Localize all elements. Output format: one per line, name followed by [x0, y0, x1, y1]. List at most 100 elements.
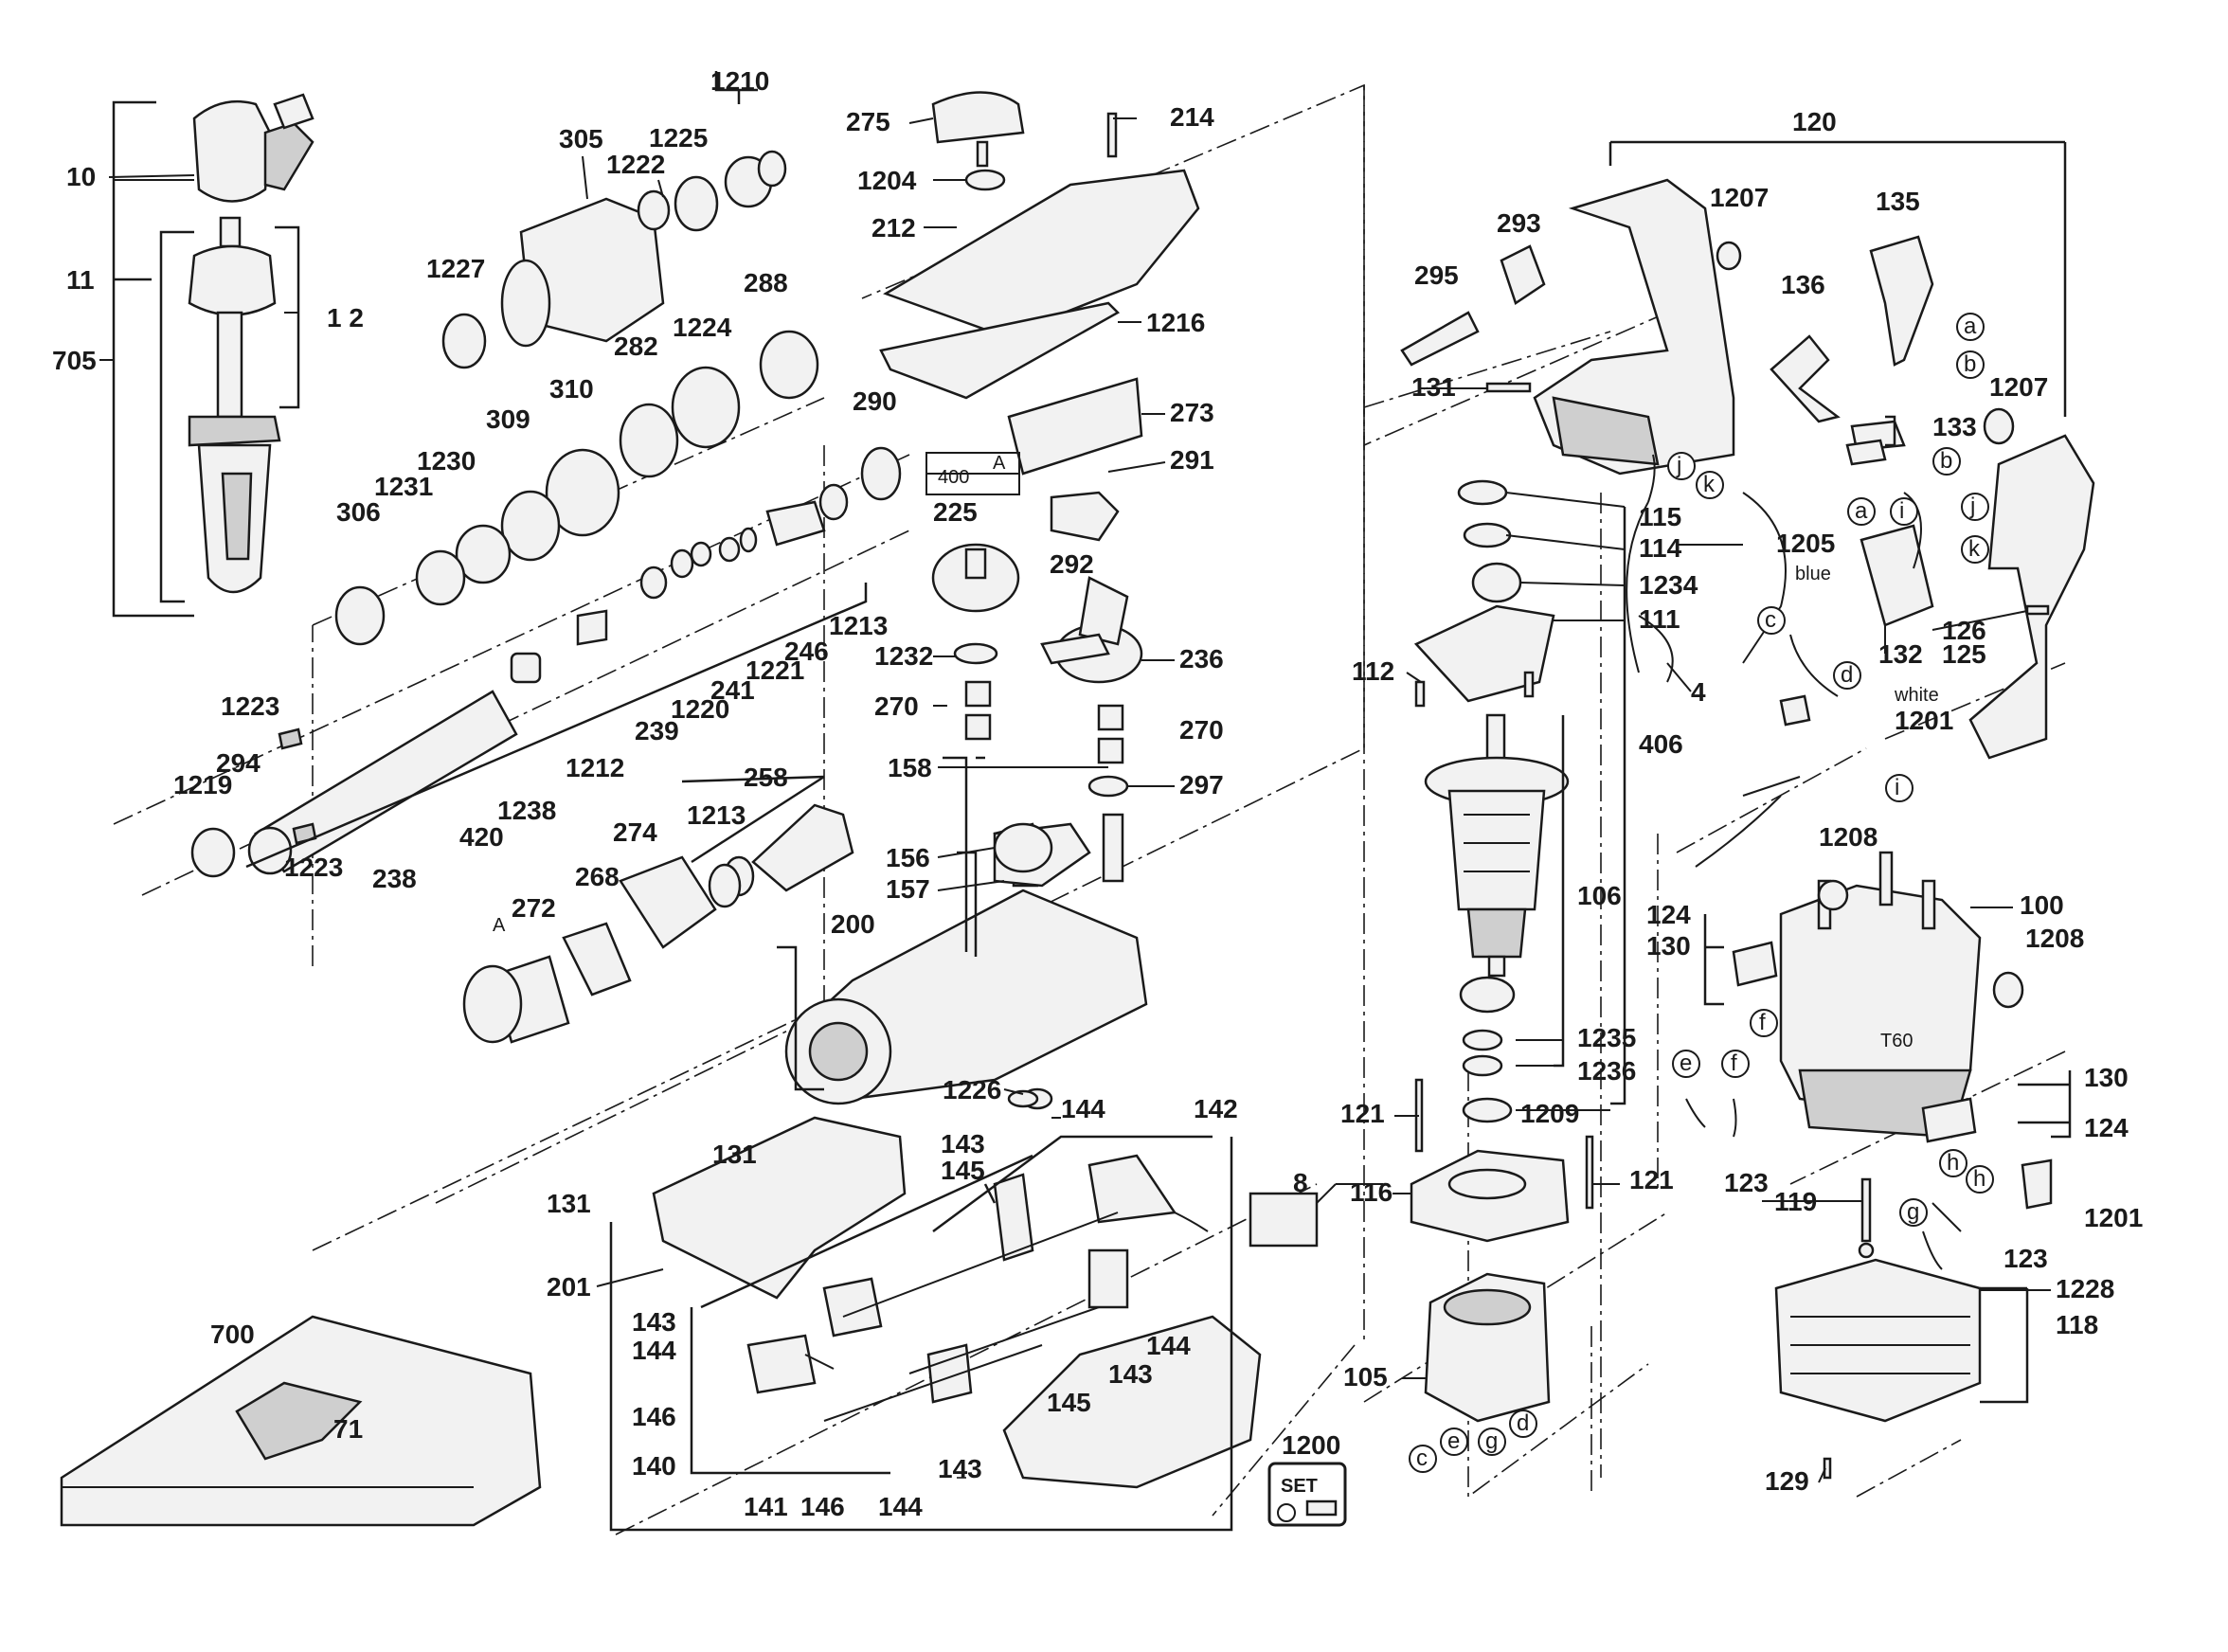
label-700: 700: [210, 1320, 255, 1349]
label-270a: 270: [874, 691, 919, 721]
label-131b: 131: [547, 1189, 591, 1218]
label-4: 4: [1691, 677, 1706, 707]
letter-a-2: a: [1855, 498, 1868, 524]
label-125: 125: [1942, 639, 1986, 669]
label-114: 114: [1639, 533, 1682, 563]
label-273: 273: [1170, 398, 1214, 427]
label-105: 105: [1343, 1362, 1388, 1392]
label-157: 157: [886, 874, 930, 904]
label-238: 238: [372, 864, 417, 893]
label-272: 272: [512, 893, 556, 923]
letter-i-2: i: [1895, 775, 1899, 800]
connection-letters: a b j k a i b j k c d i e f f c e g d h …: [1409, 313, 1994, 1473]
label-1223a: 1223: [221, 691, 279, 721]
label-1204: 1204: [857, 166, 917, 195]
letter-b-1: b: [1964, 351, 1976, 377]
label-1223b: 1223: [284, 853, 343, 882]
label-1221: 1221: [746, 655, 804, 685]
label-1226: 1226: [943, 1075, 1001, 1104]
label-268: 268: [575, 862, 620, 891]
label-305: 305: [559, 124, 603, 153]
label-118: 118: [2056, 1310, 2098, 1339]
label-120: 120: [1792, 107, 1837, 136]
letter-g-2: g: [1907, 1199, 1919, 1225]
label-1228: 1228: [2056, 1274, 2114, 1303]
label-106: 106: [1577, 881, 1622, 910]
label-258: 258: [744, 763, 788, 792]
label-1235: 1235: [1577, 1023, 1636, 1052]
label-294: 294: [216, 748, 261, 778]
letter-j-2: j: [1969, 494, 1975, 519]
label-130b: 130: [2084, 1063, 2129, 1092]
label-123b: 123: [2003, 1244, 2048, 1273]
letter-k-1: k: [1703, 472, 1716, 497]
label-a-ref-1: A: [993, 453, 1006, 474]
letter-d-1: d: [1841, 662, 1853, 688]
label-140: 140: [632, 1451, 676, 1481]
label-71: 71: [333, 1414, 363, 1444]
letter-g-1: g: [1485, 1428, 1498, 1454]
label-1236: 1236: [1577, 1056, 1636, 1086]
label-1238: 1238: [497, 796, 556, 825]
gear-housing-parts: [190, 150, 902, 878]
label-100: 100: [2020, 890, 2064, 920]
wire-color-labels: blue white: [1795, 564, 1939, 706]
carrying-case: [60, 1315, 542, 1527]
label-136: 136: [1781, 270, 1825, 299]
label-1232: 1232: [874, 641, 933, 671]
label-1209: 1209: [1520, 1099, 1579, 1128]
label-241: 241: [710, 675, 755, 705]
label-121a: 121: [1340, 1099, 1385, 1128]
label-a-ref-2: A: [493, 915, 506, 936]
label-116: 116: [1350, 1177, 1392, 1207]
letter-b-2: b: [1940, 448, 1952, 474]
letter-j-1: j: [1676, 453, 1681, 478]
wire-label-blue: blue: [1795, 564, 1831, 584]
label-275: 275: [846, 107, 890, 136]
label-290: 290: [853, 386, 897, 416]
label-124a: 124: [1646, 900, 1691, 929]
gear-cover-parts: [879, 91, 1200, 888]
label-246: 246: [784, 637, 829, 666]
label-146b: 146: [800, 1492, 845, 1521]
label-1225: 1225: [649, 123, 708, 153]
label-236: 236: [1179, 644, 1224, 673]
letter-i-1: i: [1899, 498, 1904, 524]
label-291: 291: [1170, 445, 1214, 475]
label-200: 200: [831, 909, 875, 939]
label-1210: 1210: [710, 66, 769, 96]
label-201: 201: [547, 1272, 591, 1302]
label-158: 158: [888, 753, 932, 782]
label-288: 288: [744, 268, 788, 297]
label-1227: 1227: [426, 254, 485, 283]
letter-c-2: c: [1416, 1446, 1428, 1471]
label-295: 295: [1414, 260, 1459, 290]
label-292: 292: [1050, 549, 1094, 579]
label-115: 115: [1639, 502, 1681, 531]
leader-lines: [108, 117, 2051, 1483]
label-144a: 144: [1061, 1094, 1105, 1123]
letter-h-1: h: [1947, 1150, 1959, 1176]
brush-brackets: [609, 1135, 1233, 1532]
part-number-labels: 10 11 1 2 705 305 1210 1225 1222 1227 28…: [52, 66, 2143, 1521]
label-135: 135: [1876, 187, 1920, 216]
letter-f-2: f: [1759, 1010, 1766, 1035]
label-143c: 143: [938, 1454, 982, 1483]
label-144d: 144: [1146, 1331, 1191, 1360]
label-1212: 1212: [566, 753, 624, 782]
label-1230: 1230: [417, 446, 476, 476]
label-131c: 131: [1411, 372, 1456, 402]
label-1231: 1231: [374, 472, 433, 501]
label-1207a: 1207: [1710, 183, 1769, 212]
letter-h-2: h: [1973, 1166, 1985, 1192]
label-1216: 1216: [1146, 308, 1205, 337]
label-143a: 143: [941, 1129, 985, 1158]
letter-c-1: c: [1765, 607, 1776, 633]
motor-housing-parts: [1685, 776, 2053, 1480]
label-121b: 121: [1629, 1165, 1674, 1194]
label-8: 8: [1293, 1168, 1308, 1197]
label-145a: 145: [941, 1156, 985, 1185]
label-144c: 144: [878, 1492, 923, 1521]
letter-f-1: f: [1731, 1050, 1737, 1076]
label-143b: 143: [632, 1307, 676, 1337]
